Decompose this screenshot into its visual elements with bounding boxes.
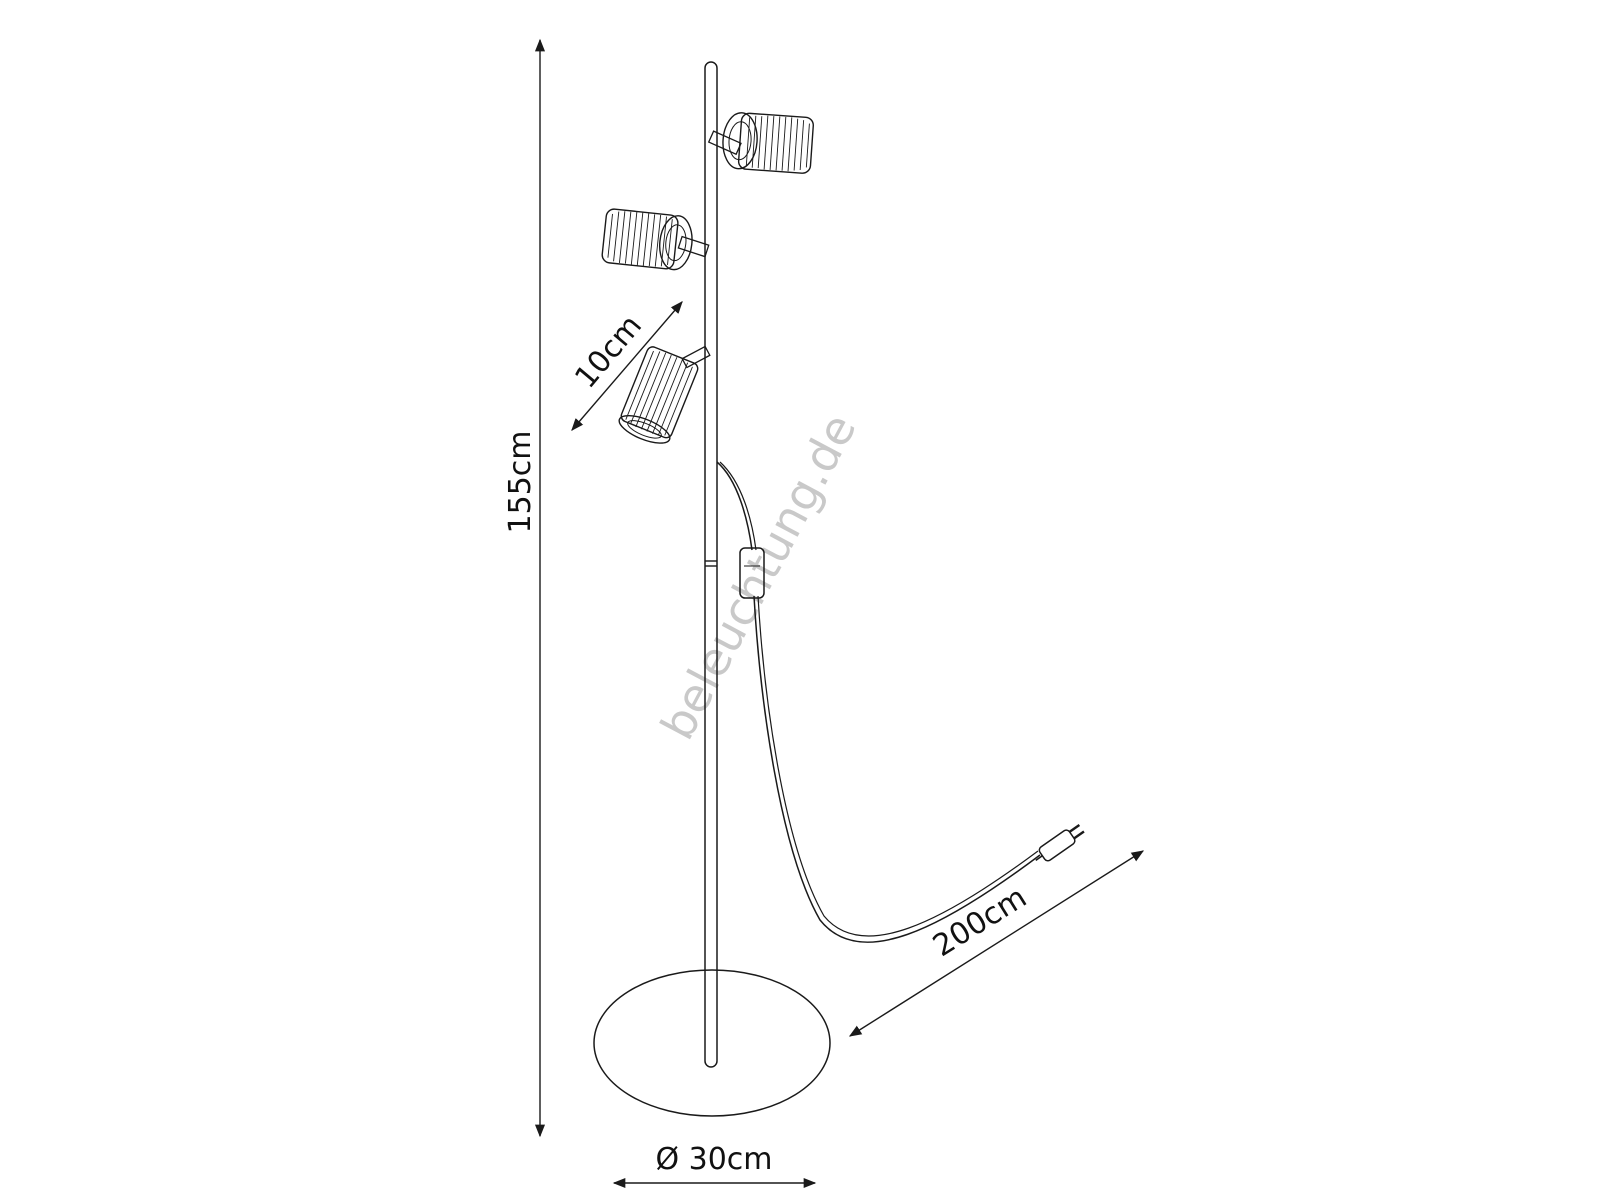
lamp-pole <box>704 61 718 1068</box>
shade-dimension: 10cm <box>568 301 683 431</box>
cable-switch <box>739 547 765 599</box>
spotlight-shade-middle <box>601 208 710 271</box>
lamp-base <box>593 969 831 1117</box>
spotlight-shade-top <box>707 112 814 174</box>
shade-dimension-label: 10cm <box>568 309 649 396</box>
cable-dimension: 200cm <box>848 850 1145 1037</box>
power-plug <box>1035 823 1085 862</box>
height-dimension-label: 155cm <box>503 431 538 534</box>
base-diameter-dimension: Ø 30cm <box>612 1142 817 1189</box>
height-dimension: 155cm <box>503 38 546 1138</box>
cable-dimension-label: 200cm <box>927 880 1033 964</box>
base-diameter-label: Ø 30cm <box>655 1142 772 1177</box>
spotlight-shade-lower <box>618 346 699 444</box>
watermark-text: beleuchtung.de <box>650 405 867 748</box>
spotlight-arm-lower <box>681 345 711 369</box>
